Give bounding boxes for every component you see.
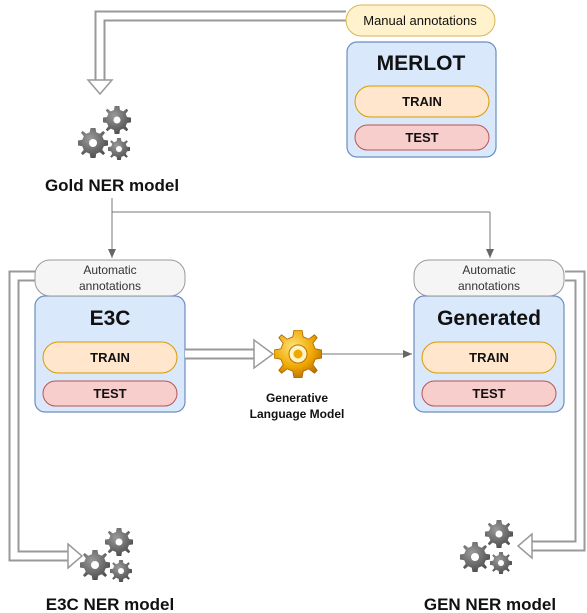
gen-model-gears-icon xyxy=(460,520,513,574)
e3c-to-generative-arrow xyxy=(185,338,275,370)
manual-annotations-badge: Manual annotations xyxy=(345,4,496,37)
e3c-loop-arrow xyxy=(8,270,84,570)
gen-loop-arrow xyxy=(516,270,586,560)
e3c-train xyxy=(42,341,178,374)
generated-test xyxy=(421,380,557,407)
merlot-test xyxy=(354,124,490,151)
e3c-panel: E3C TRAIN TEST xyxy=(34,295,186,413)
merlot-panel: MERLOT TRAIN TEST xyxy=(346,41,497,158)
e3c-title: E3C xyxy=(90,307,131,330)
gold-gear-icon xyxy=(274,330,322,378)
generated-panel: Generated TRAIN TEST xyxy=(413,295,565,413)
generative-label-line1: Generative xyxy=(266,391,328,405)
manual-to-gold-arrow xyxy=(86,10,346,96)
manual-annotations-label: Manual annotations xyxy=(363,13,477,28)
e3c-test-label: TEST xyxy=(93,386,126,401)
gen-model-label: GEN NER model xyxy=(424,595,556,613)
gold-model-gears-icon xyxy=(78,106,131,160)
auto-annotations-right-badge: Automatic annotations xyxy=(413,259,565,297)
generated-train xyxy=(421,341,557,374)
gold-model-label: Gold NER model xyxy=(45,176,179,195)
auto-right-line1: Automatic xyxy=(462,263,515,277)
generated-title: Generated xyxy=(437,307,541,330)
gold-branch-lines xyxy=(108,198,494,258)
e3c-model-label: E3C NER model xyxy=(46,595,174,613)
generative-label-line2: Language Model xyxy=(250,407,345,421)
e3c-test xyxy=(42,380,178,407)
auto-left-line2: annotations xyxy=(79,279,141,293)
generated-test-label: TEST xyxy=(472,386,505,401)
generated-train-label: TRAIN xyxy=(469,350,509,365)
e3c-model-gears-icon xyxy=(80,528,133,582)
e3c-train-label: TRAIN xyxy=(90,350,130,365)
merlot-train xyxy=(354,85,490,118)
merlot-test-label: TEST xyxy=(405,130,438,145)
merlot-title: MERLOT xyxy=(377,52,466,75)
merlot-train-label: TRAIN xyxy=(402,94,442,109)
auto-left-line1: Automatic xyxy=(83,263,136,277)
auto-annotations-left-badge: Automatic annotations xyxy=(34,259,186,297)
auto-right-line2: annotations xyxy=(458,279,520,293)
